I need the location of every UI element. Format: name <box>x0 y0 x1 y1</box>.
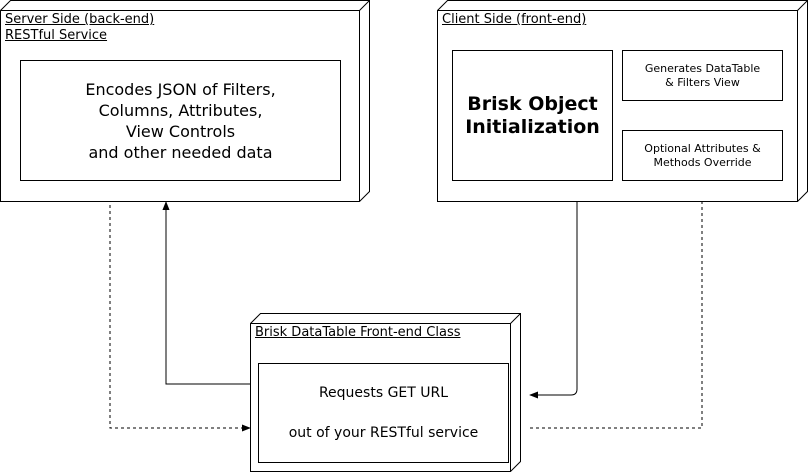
optional-line-1: Optional Attributes & <box>644 141 761 155</box>
encodes-json-line-3: View Controls <box>125 121 236 141</box>
class-node-front: Brisk DataTable Front-end Class Requests… <box>250 323 511 472</box>
encodes-json-line-4: and other needed data <box>88 142 273 162</box>
server-node-front: Server Side (back-end) RESTful Service E… <box>0 10 360 202</box>
brisk-init-line-1: Brisk Object <box>467 92 598 115</box>
connector-init-to-request <box>529 181 578 399</box>
class-node: Brisk DataTable Front-end Class Requests… <box>250 313 521 472</box>
client-node-front: Client Side (front-end) Brisk Object Ini… <box>437 10 798 202</box>
connector-server-to-class <box>109 181 251 432</box>
client-node: Client Side (front-end) Brisk Object Ini… <box>437 0 808 202</box>
encodes-json-line-2: Columns, Attributes, <box>98 100 263 120</box>
optional-line-2: Methods Override <box>653 155 752 169</box>
server-node: Server Side (back-end) RESTful Service E… <box>0 0 370 202</box>
requests-box: Requests GET URL out of your RESTful ser… <box>258 363 509 463</box>
requests-line-1: Requests GET URL <box>318 385 449 401</box>
generates-line-2: & Filters View <box>665 75 740 89</box>
server-node-title-line-1: Server Side (back-end) <box>5 12 155 27</box>
connector-request-to-optional <box>530 181 706 429</box>
optional-override-box: Optional Attributes & Methods Override <box>622 130 783 181</box>
server-node-title: Server Side (back-end) RESTful Service <box>5 12 154 44</box>
brisk-init-line-2: Initialization <box>465 115 600 138</box>
connector-class-to-server <box>162 201 250 385</box>
brisk-init-box: Brisk Object Initialization <box>452 50 613 181</box>
server-node-title-line-2: RESTful Service <box>5 28 108 43</box>
encodes-json-box: Encodes JSON of Filters, Columns, Attrib… <box>20 60 341 181</box>
class-node-title: Brisk DataTable Front-end Class <box>255 325 461 340</box>
generates-line-1: Generates DataTable <box>644 61 761 75</box>
generates-datatable-box: Generates DataTable & Filters View <box>622 50 783 101</box>
client-node-title: Client Side (front-end) <box>442 12 587 27</box>
encodes-json-line-1: Encodes JSON of Filters, <box>85 79 276 99</box>
requests-line-2: out of your RESTful service <box>288 425 479 441</box>
